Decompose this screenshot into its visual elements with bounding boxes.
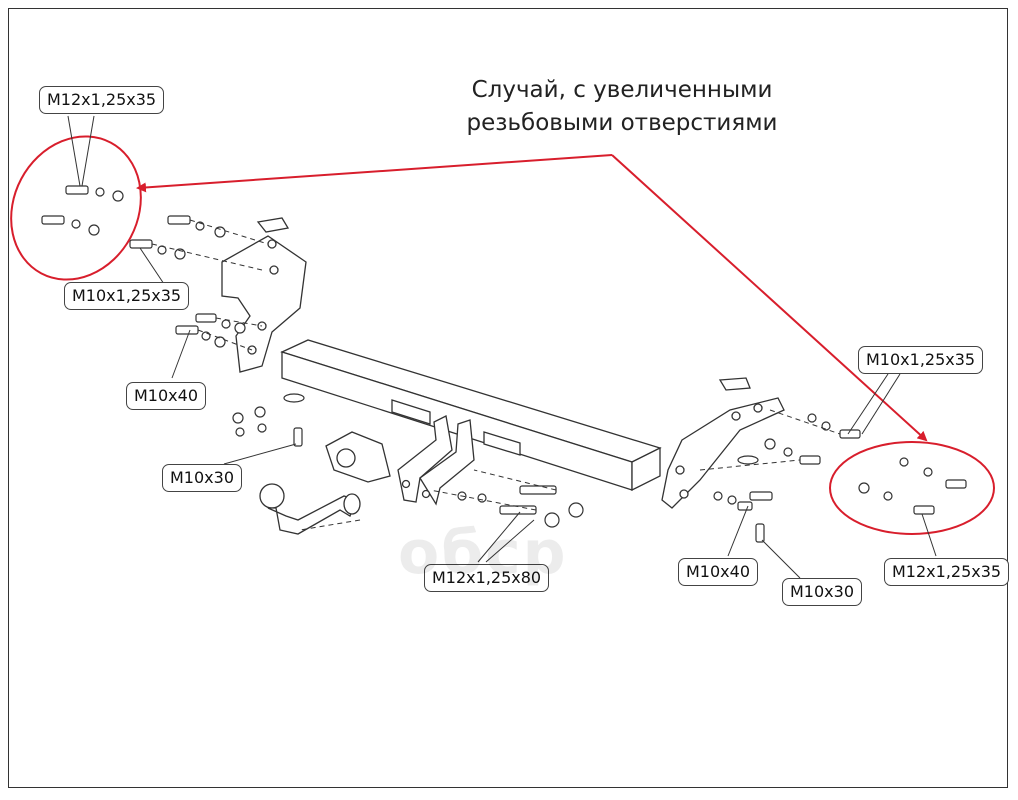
label-m10x125x35-right: M10x1,25x35 (858, 346, 984, 374)
hitch-bracket (397, 415, 475, 506)
leader-lines (67, 115, 937, 579)
arrow-to-right (611, 154, 928, 442)
assembly-lines (151, 219, 841, 531)
crossbeam (280, 339, 662, 492)
label-m10x30-right: M10x30 (782, 578, 862, 606)
arrow-to-left (136, 154, 613, 193)
note-line-2: резьбовыми отверстиями (466, 110, 778, 136)
label-m10x125x35-left: M10x1,25x35 (64, 282, 190, 310)
tow-ball (259, 483, 361, 535)
label-m12x125x80-center: M12x1,25x80 (424, 564, 550, 592)
highlight-ellipse-left (10, 135, 142, 281)
watermark-logo: oбсp (398, 518, 568, 588)
enlarged-thread-note: Случай, с увеличенными резьбовыми отверс… (432, 74, 812, 140)
left-bracket (221, 217, 307, 373)
tow-plate (325, 431, 391, 483)
note-line-1: Случай, с увеличенными (471, 77, 773, 103)
label-m12x125x35-top-left: M12x1,25x35 (39, 86, 165, 114)
right-bracket (661, 377, 785, 509)
label-m10x40-right: M10x40 (678, 558, 758, 586)
label-m10x30-left: M10x30 (162, 464, 242, 492)
label-m10x40-left: M10x40 (126, 382, 206, 410)
label-m12x125x35-bottom-right: M12x1,25x35 (884, 558, 1010, 586)
hardware (41, 185, 967, 543)
highlight-ellipse-right (829, 441, 995, 535)
drawing-frame (8, 8, 1008, 788)
